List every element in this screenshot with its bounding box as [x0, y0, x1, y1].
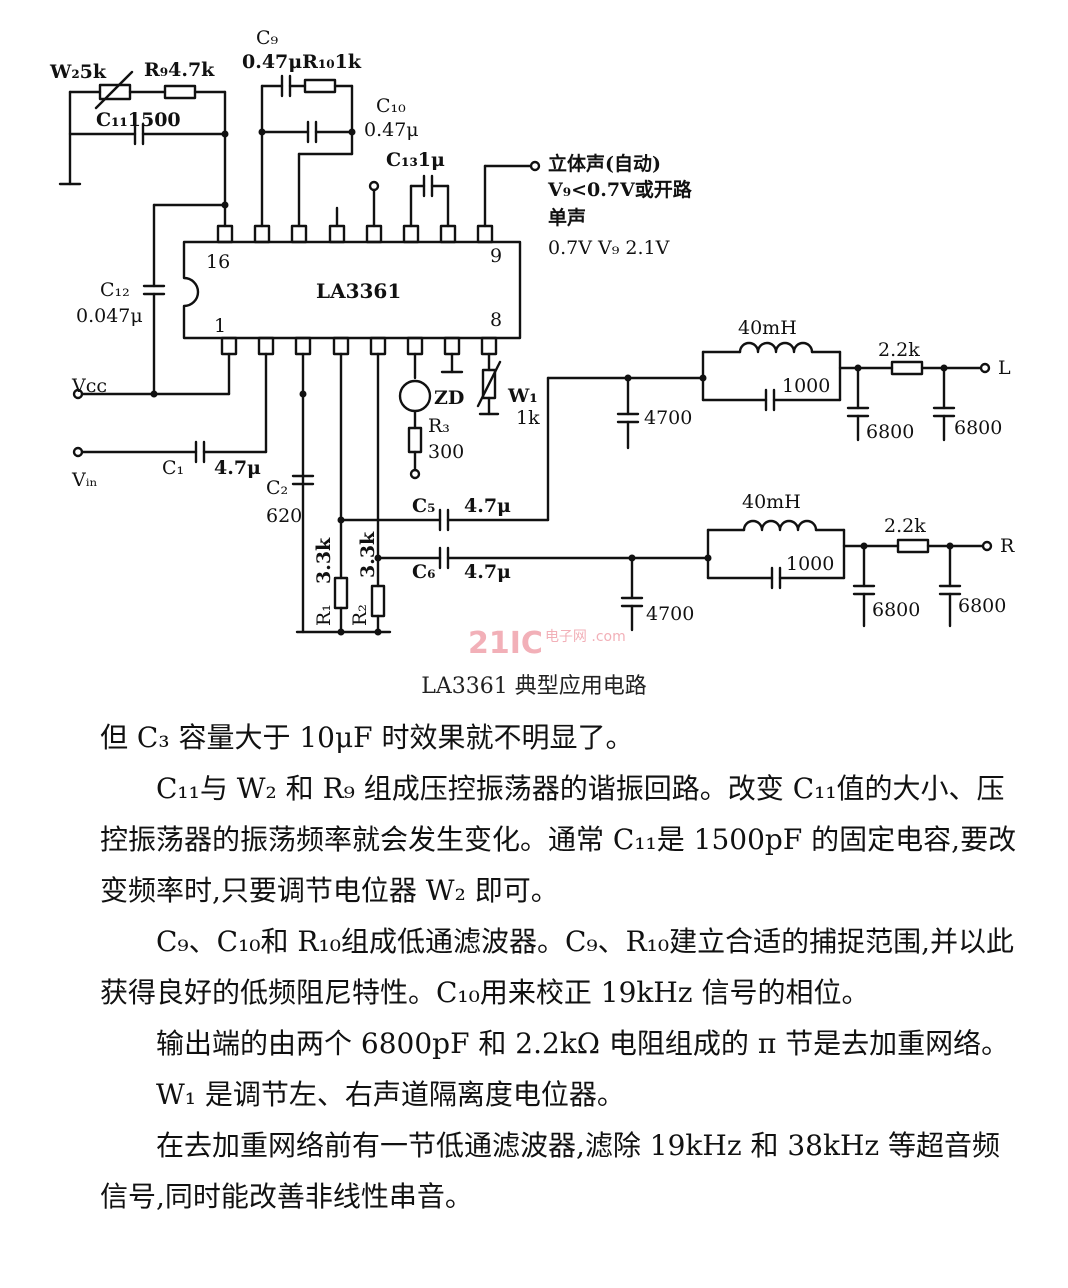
ic-name: LA3361 [316, 279, 401, 303]
mono-label: 单声 [548, 206, 586, 229]
vin-label: Vᵢₙ [71, 469, 98, 491]
w2-label: W₂5k [49, 61, 107, 83]
out-l-label: L [998, 357, 1011, 379]
r2-value: 3.3k [357, 531, 379, 578]
paragraph-2: C₁₁与 W₂ 和 R₉ 组成压控振荡器的谐振回路。改变 C₁₁值的大小、压控振… [100, 772, 1017, 907]
c10-label: C₁₀ [376, 95, 406, 117]
paragraph-6: 在去加重网络前有一节低通滤波器,滤除 19kHz 和 38kHz 等超音频信号,… [100, 1129, 1001, 1213]
c6-label: C₆ [412, 561, 435, 583]
c9-r10-label: 0.47μR₁₀1k [242, 51, 362, 73]
circuit-schematic: LA3361 16 9 1 8 W₂5k R₉4.7k C₉ 0.47μR₁₀1… [49, 27, 1015, 636]
out-r-label: R [1000, 535, 1015, 557]
c2-label: C₂ [266, 477, 288, 499]
paragraph-4: 输出端的由两个 6800pF 和 2.2kΩ 电阻组成的 π 节是去加重网络。 [156, 1027, 1010, 1060]
cap1000-bottom-label: 1000 [786, 553, 834, 575]
c10-value: 0.47μ [364, 119, 419, 141]
c6800-b-label: 6800 [954, 417, 1002, 439]
pin9-label: 9 [490, 245, 502, 267]
c6800-a-label: 6800 [866, 421, 914, 443]
c12-value: 0.047μ [76, 305, 143, 327]
r1-value: 3.3k [313, 537, 335, 584]
paragraph-3: C₉、C₁₀和 R₁₀组成低通滤波器。C₉、R₁₀建立合适的捕捉范围,并以此获得… [100, 925, 1015, 1009]
pin1-label: 1 [214, 315, 226, 337]
c1-value: 4.7μ [214, 457, 261, 479]
c11-label: C₁₁1500 [96, 109, 181, 131]
c6-value: 4.7μ [464, 561, 511, 583]
watermark-sub: 电子网 .com [544, 629, 626, 645]
r1-label: R₁ [313, 604, 335, 626]
res-top-label: 2.2k [878, 339, 920, 361]
mono-voltage: 0.7V V₉ 2.1V [548, 237, 670, 259]
c9-label: C₉ [256, 27, 279, 49]
stereo-label: 立体声(自动) [548, 152, 661, 175]
watermark-brand: 21IC [468, 626, 543, 661]
w1-label: W₁ [507, 385, 538, 407]
r2-label: R₂ [349, 604, 371, 626]
c1-label: C₁ [162, 457, 184, 479]
pin16-label: 16 [206, 251, 230, 273]
r3-value: 300 [428, 441, 464, 463]
inductor-top-label: 40mH [738, 317, 797, 339]
c2-value: 620 [266, 505, 302, 527]
vcc-label: Vᴄᴄ [71, 375, 107, 397]
inductor-bottom-label: 40mH [742, 491, 801, 513]
c5-label: C₅ [412, 495, 435, 517]
c5-value: 4.7μ [464, 495, 511, 517]
cap1000-top-label: 1000 [782, 375, 830, 397]
paragraph-5: W₁ 是调节左、右声道隔离度电位器。 [156, 1078, 625, 1111]
r9-label: R₉4.7k [144, 59, 215, 81]
c13-label: C₁₃1μ [386, 149, 445, 171]
figure-caption: LA3361 典型应用电路 [421, 674, 647, 699]
c6800-c-label: 6800 [872, 599, 920, 621]
c4700-bottom-label: 4700 [646, 603, 694, 625]
paragraph-1: 但 C₃ 容量大于 10μF 时效果就不明显了。 [100, 721, 634, 754]
w1-value: 1k [516, 407, 540, 429]
zd-label: ZD [434, 387, 464, 409]
pin8-label: 8 [490, 309, 502, 331]
r3-label: R₃ [428, 415, 450, 437]
c6800-d-label: 6800 [958, 595, 1006, 617]
res-bottom-label: 2.2k [884, 515, 926, 537]
body-text: 但 C₃ 容量大于 10μF 时效果就不明显了。 C₁₁与 W₂ 和 R₉ 组成… [100, 712, 1020, 1222]
stereo-voltage: V₉<0.7V或开路 [547, 178, 693, 201]
c12-label: C₁₂ [100, 279, 130, 301]
c4700-top-label: 4700 [644, 407, 692, 429]
